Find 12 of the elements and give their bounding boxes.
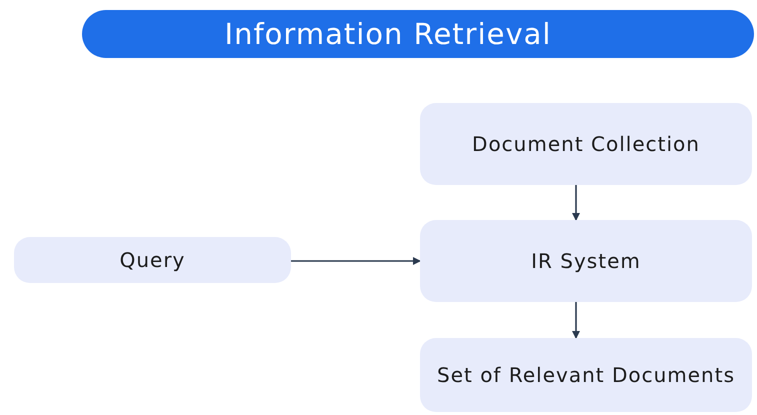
process-box — [420, 220, 752, 302]
process-box — [420, 338, 752, 412]
process-box — [420, 103, 752, 185]
box-label: Query — [120, 248, 186, 272]
box-label: Document Collection — [472, 132, 700, 156]
title-banner: Information Retrieval — [82, 10, 754, 58]
arrow — [572, 185, 580, 221]
process-box — [14, 237, 291, 283]
arrow — [572, 302, 580, 339]
arrow — [291, 257, 421, 265]
box-label: IR System — [531, 250, 641, 272]
box-label: Set of Relevant Documents — [437, 364, 735, 386]
